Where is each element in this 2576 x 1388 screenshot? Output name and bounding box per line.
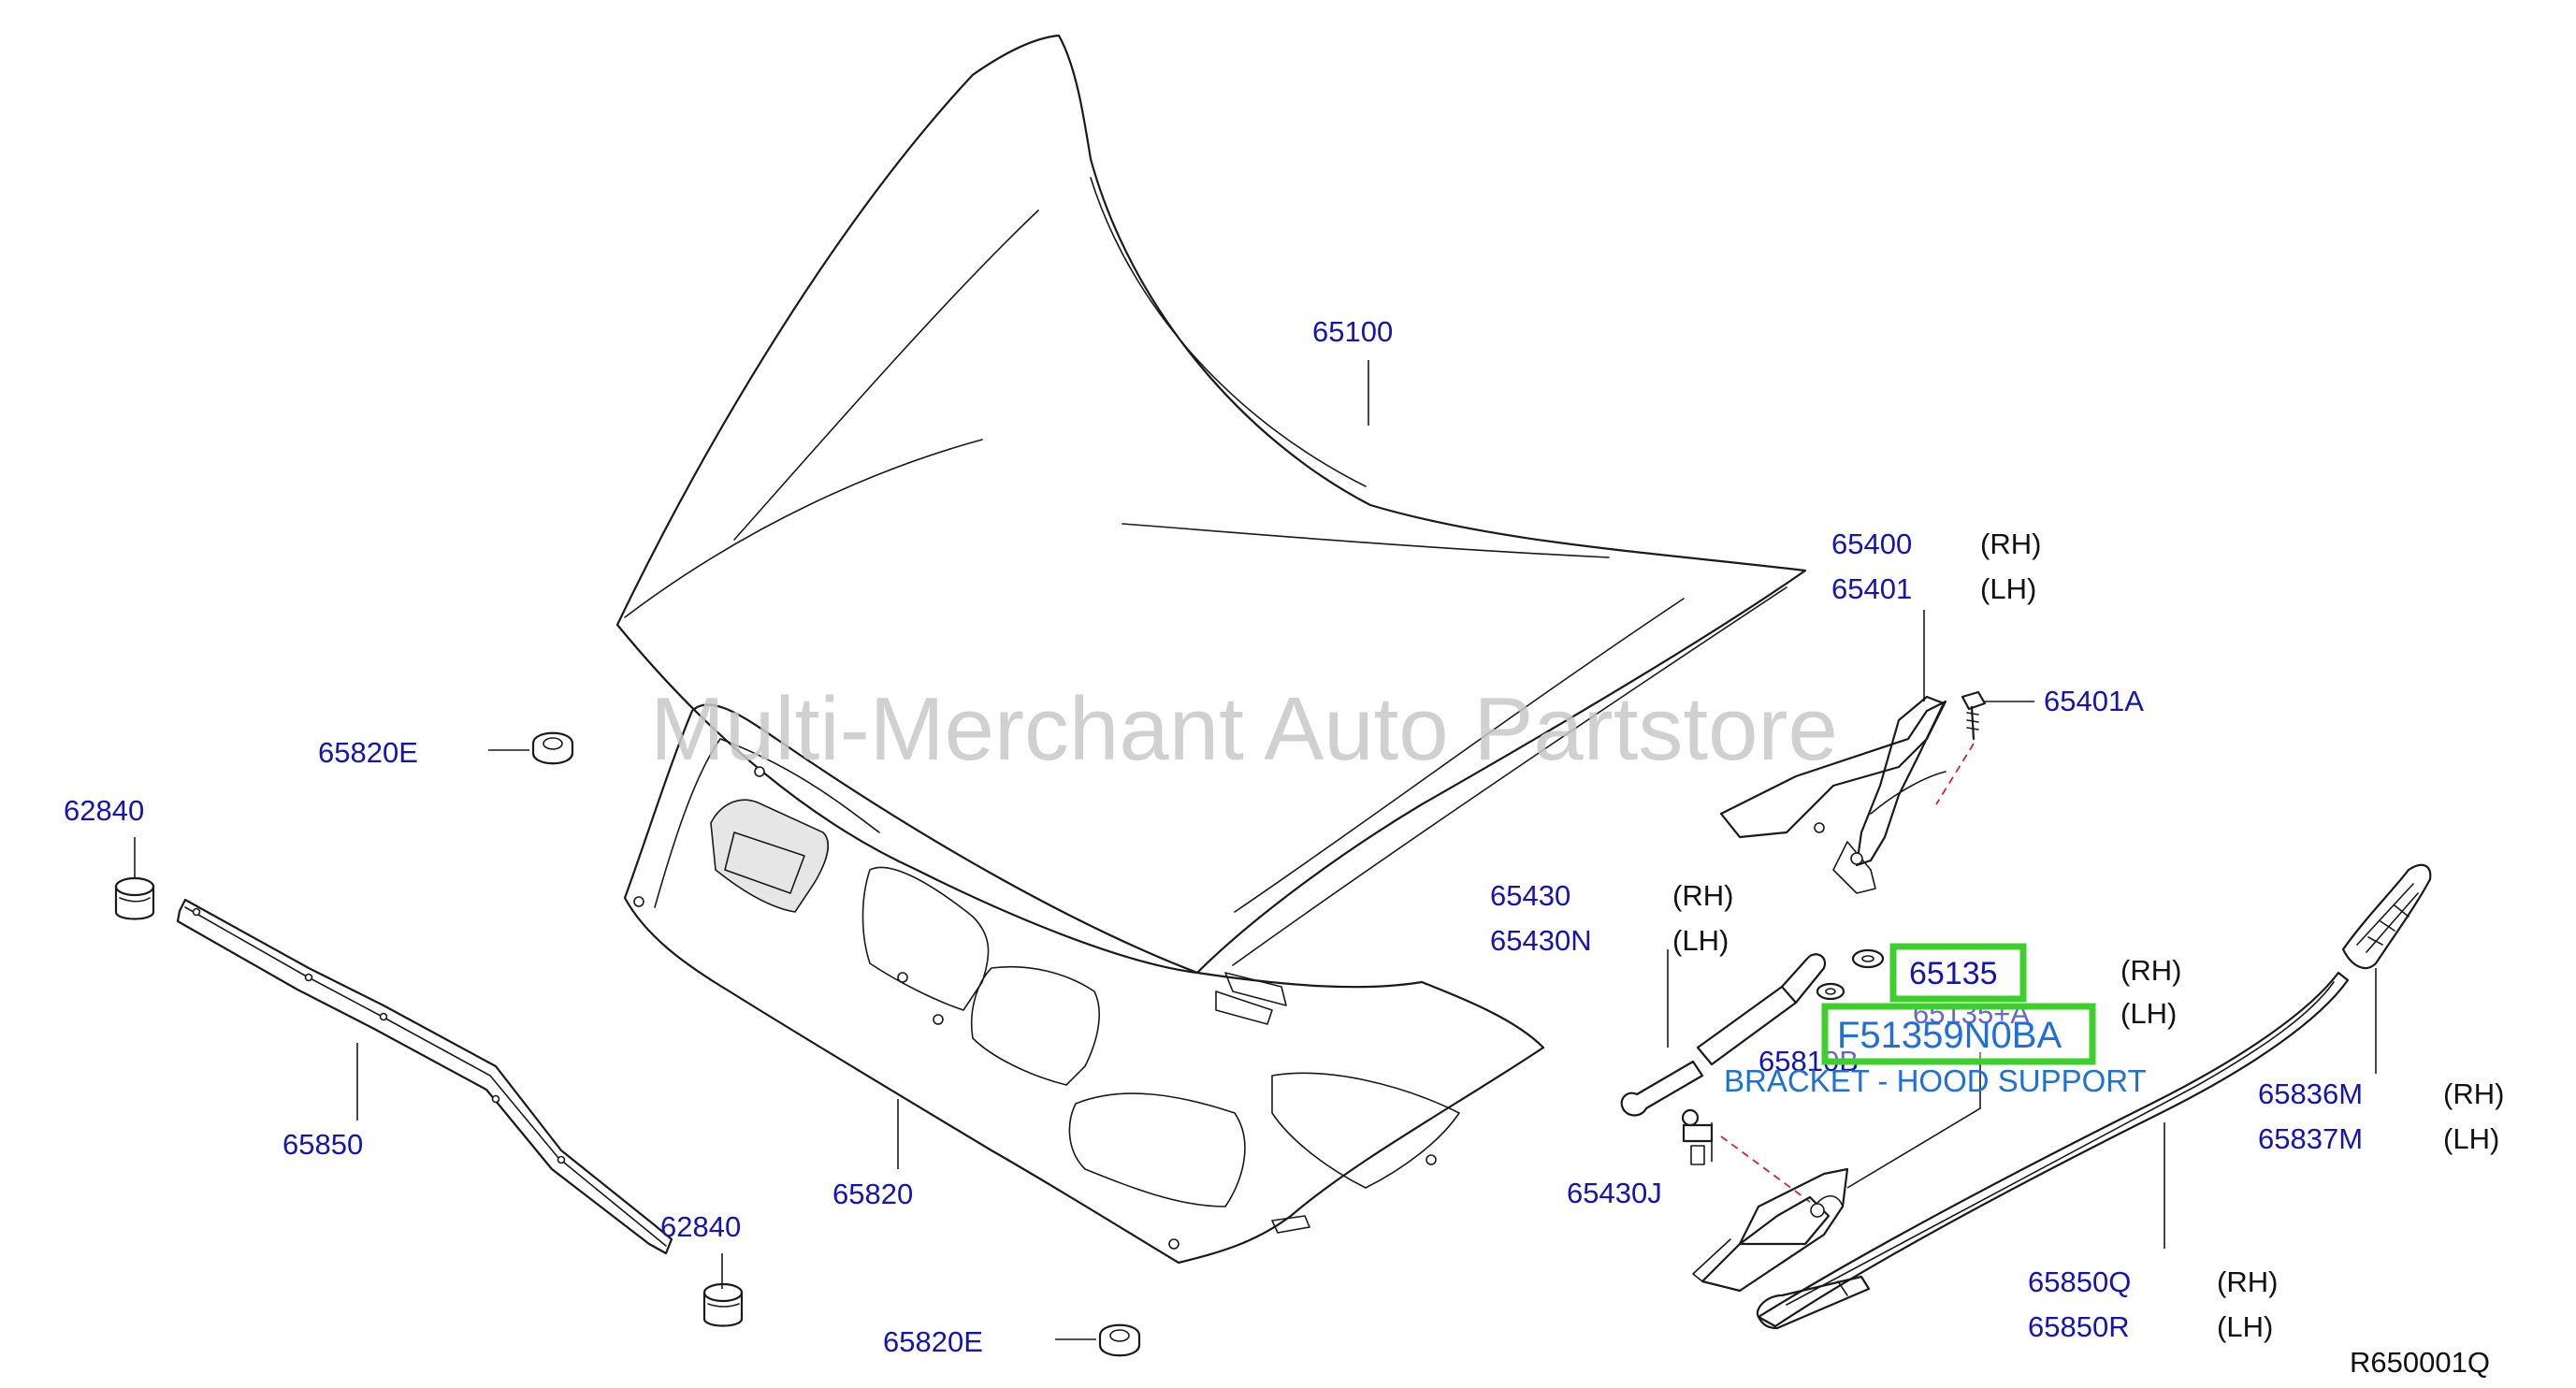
callout-65820[interactable]: 65820 <box>832 1178 913 1210</box>
callout-62840-top[interactable]: 62840 <box>64 794 144 827</box>
washer-65135[interactable] <box>1851 948 1885 969</box>
callout-65836M-side: (RH) <box>2443 1077 2504 1110</box>
hood-support-bracket[interactable] <box>1692 1052 1981 1293</box>
rubber-bumper-bottom[interactable] <box>702 1282 744 1327</box>
callout-65430[interactable]: 65430 <box>1490 879 1570 912</box>
callout-65401-side: (LH) <box>1980 572 2036 605</box>
rubber-bumper-top[interactable] <box>114 876 155 920</box>
callout-65850R-side: (LH) <box>2217 1310 2273 1343</box>
highlighted-part-description: BRACKET - HOOD SUPPORT <box>1724 1063 2147 1098</box>
hood-side-seal[interactable] <box>1756 971 2350 1330</box>
callout-65837M-side: (LH) <box>2443 1122 2499 1155</box>
callout-65135-side: (RH) <box>2120 954 2181 987</box>
callout-65850Q[interactable]: 65850Q <box>2028 1265 2131 1298</box>
ball-stud[interactable] <box>1681 1108 1811 1203</box>
callout-65820E-bottom[interactable]: 65820E <box>883 1325 983 1358</box>
callout-65820E-top[interactable]: 65820E <box>318 736 418 769</box>
callout-65401[interactable]: 65401 <box>1831 572 1912 605</box>
callout-65135A-side: (LH) <box>2120 997 2177 1030</box>
hood-panel[interactable] <box>615 34 1807 975</box>
callout-65430N-side: (LH) <box>1672 924 1729 957</box>
callout-65430J[interactable]: 65430J <box>1567 1177 1662 1209</box>
callout-65135[interactable]: 65135 <box>1909 956 1998 991</box>
callout-65135A[interactable]: 65135+A <box>1913 997 2030 1030</box>
callout-65100[interactable]: 65100 <box>1312 315 1393 348</box>
callout-65836M[interactable]: 65836M <box>2258 1077 2363 1110</box>
callout-65850[interactable]: 65850 <box>282 1128 363 1161</box>
callout-65430-side: (RH) <box>1672 879 1733 912</box>
highlight-box-part-number <box>1821 1003 2096 1065</box>
hinge-bolt[interactable] <box>1935 690 2034 805</box>
clip-bottom[interactable] <box>1055 1323 1141 1357</box>
hood-inner-panel[interactable] <box>623 703 1545 1265</box>
callout-65850Q-side: (RH) <box>2217 1265 2278 1298</box>
callout-65401A[interactable]: 65401A <box>2044 685 2144 717</box>
callout-65837M[interactable]: 65837M <box>2258 1122 2363 1155</box>
highlighted-part-number[interactable]: F51359N0BA <box>1837 1015 2062 1056</box>
clip-top[interactable] <box>488 731 574 765</box>
watermark: Multi-Merchant Auto Partstore <box>650 679 1838 779</box>
highlight-box-65135 <box>1889 943 2027 1003</box>
hood-hinge[interactable] <box>1719 610 1947 894</box>
callout-65400-side: (RH) <box>1980 528 2041 560</box>
callout-65850R[interactable]: 65850R <box>2028 1310 2130 1343</box>
diagram-reference-code: R650001Q <box>2350 1346 2490 1379</box>
callout-65400[interactable]: 65400 <box>1831 528 1912 560</box>
hood-front-seal[interactable] <box>176 898 673 1255</box>
callout-62840-bottom[interactable]: 62840 <box>660 1210 741 1243</box>
callout-65430N[interactable]: 65430N <box>1490 924 1592 957</box>
seal-end-cap[interactable] <box>2341 863 2432 1074</box>
washer-65810B[interactable] <box>1816 982 1845 1001</box>
